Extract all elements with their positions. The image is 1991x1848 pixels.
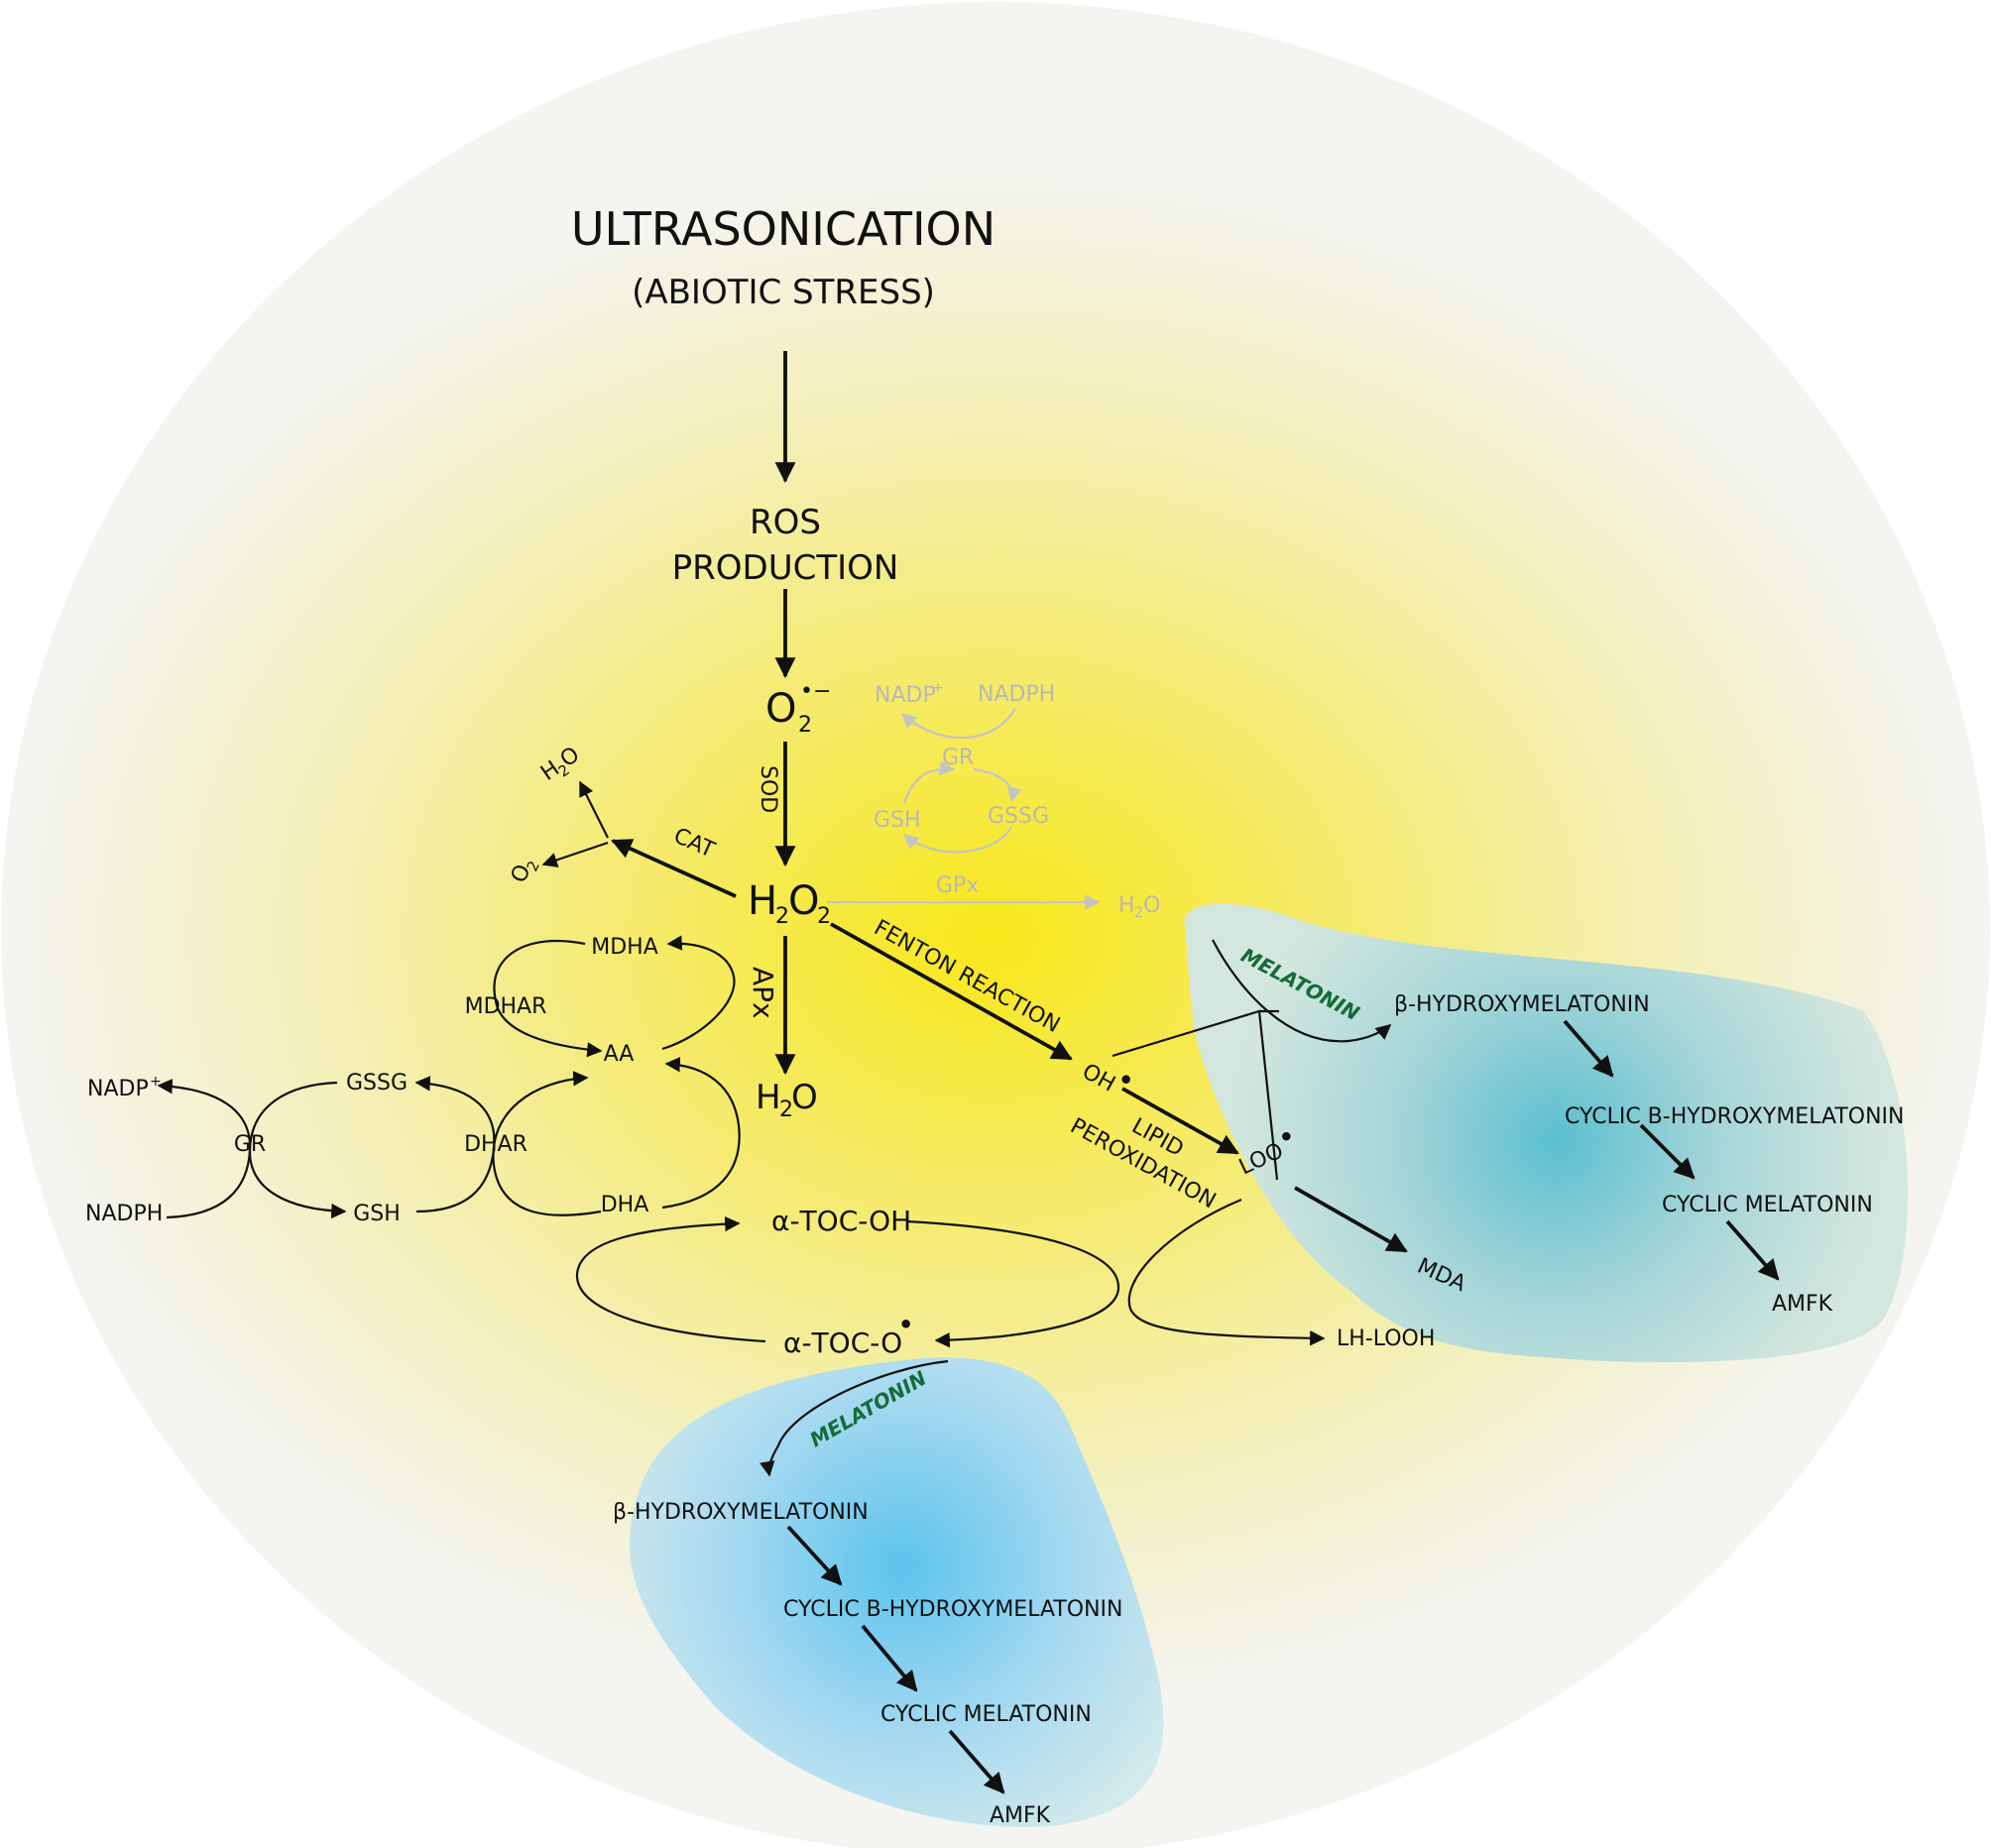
svg-text:CYCLIC B-HYDROXYMELATONIN: CYCLIC B-HYDROXYMELATONIN [1565,1104,1904,1129]
label-ros: ROS [750,503,821,542]
svg-text:2: 2 [817,904,831,929]
arrow-loo-to-lh-looh [1127,1198,1326,1346]
svg-text:GR: GR [942,746,974,770]
ascorbate-glutathione-cycle: MDHA MDHAR AA GSSG DHAR GR GSH DHA NADP … [85,935,741,1226]
svg-text:+: + [932,680,944,696]
label-ros-production: PRODUCTION [672,548,899,588]
svg-text:O: O [788,878,819,924]
svg-text:α-TOC-O: α-TOC-O [783,1327,902,1359]
svg-text:GSH: GSH [874,808,921,833]
label-superoxide: O [765,686,796,732]
title-ultrasonication: ULTRASONICATION [571,202,996,256]
label-nadp: NADP [87,1077,149,1101]
svg-text:H: H [748,878,777,924]
svg-text:NADP: NADP [875,683,936,708]
label-superoxide-sup: •− [800,679,831,704]
label-nadp-sup: + [150,1074,162,1090]
label-mdhar: MDHAR [465,994,547,1019]
node-apx-h2o: H 2 O [756,1078,818,1122]
svg-text:AMFK: AMFK [990,1803,1051,1828]
label-dha: DHA [601,1193,649,1217]
label-gssg: GSSG [346,1071,408,1096]
svg-text:H: H [756,1078,781,1117]
arrow-h2o2-to-cat [611,839,737,898]
svg-text:•: • [898,1311,913,1338]
melatonin-region-right [1184,903,1909,1363]
svg-text:O: O [791,1078,818,1117]
svg-text:O: O [1143,893,1160,918]
arrow-cat-to-o2 [541,841,609,867]
svg-text:GPx: GPx [936,873,979,898]
svg-text:CYCLIC MELATONIN: CYCLIC MELATONIN [880,1702,1092,1727]
arrow-cat-to-h2o [579,780,609,839]
arrow-oh-to-loo [1121,1087,1239,1155]
faded-gpx-cycle: NADP + NADPH GR GSH GSSG GPx H 2 O [827,680,1160,921]
node-h2o2: H 2 O 2 [748,878,831,929]
label-apx: APx [747,967,779,1019]
label-superoxide-sub: 2 [798,713,812,738]
svg-text:β-HYDROXYMELATONIN: β-HYDROXYMELATONIN [1394,992,1650,1017]
svg-text:NADPH: NADPH [978,682,1055,707]
svg-text:2: 2 [775,904,789,929]
label-nadph: NADPH [85,1202,163,1226]
label-lh-looh: LH-LOOH [1337,1327,1435,1351]
svg-text:H: H [1118,893,1135,918]
arrow-loo-to-mda [1294,1186,1408,1253]
svg-text:AMFK: AMFK [1772,1292,1833,1317]
svg-text:β-HYDROXYMELATONIN: β-HYDROXYMELATONIN [613,1500,869,1525]
svg-text:GSSG: GSSG [988,804,1049,829]
label-toc-oh: α-TOC-OH [771,1205,911,1237]
svg-text:2: 2 [1134,905,1143,921]
arrow-h2o2-to-oh [830,922,1073,1061]
svg-text:CYCLIC B-HYDROXYMELATONIN: CYCLIC B-HYDROXYMELATONIN [783,1597,1122,1622]
label-aa: AA [604,1042,635,1067]
title-abiotic-stress: (ABIOTIC STRESS) [632,273,935,312]
svg-text:CYCLIC MELATONIN: CYCLIC MELATONIN [1662,1193,1873,1217]
node-toc-o-radical: α-TOC-O • [783,1311,913,1359]
svg-text:2: 2 [779,1097,793,1122]
label-sod: SOD [756,765,780,813]
arrow-toc-oh-to-toc-o [906,1219,1120,1348]
label-gsh: GSH [353,1202,401,1226]
arrow-toc-o-to-toc-oh [575,1215,766,1343]
label-mdha: MDHA [591,935,658,960]
